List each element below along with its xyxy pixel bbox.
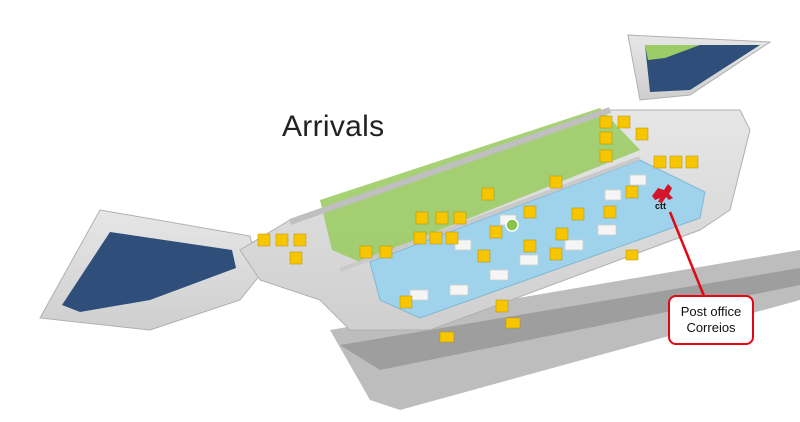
counters <box>409 174 647 301</box>
road-lane <box>340 268 800 370</box>
left-car-park <box>62 232 236 312</box>
ctt-label: ctt <box>655 201 666 211</box>
callout-pointer <box>668 211 706 297</box>
interior-wall <box>289 107 611 225</box>
post-office-callout: Post office Correios <box>668 295 754 345</box>
callout-line-2: Correios <box>686 320 736 335</box>
exchange-icon <box>505 218 519 232</box>
baggage-reclaim-zone <box>320 108 640 262</box>
map-title: Arrivals <box>282 110 385 143</box>
icon-markers <box>257 115 699 343</box>
post-office-logo-icon <box>652 184 673 203</box>
callout-line-1: Post office <box>680 304 742 319</box>
right-green-strip <box>645 45 700 60</box>
right-car-park <box>645 45 760 92</box>
